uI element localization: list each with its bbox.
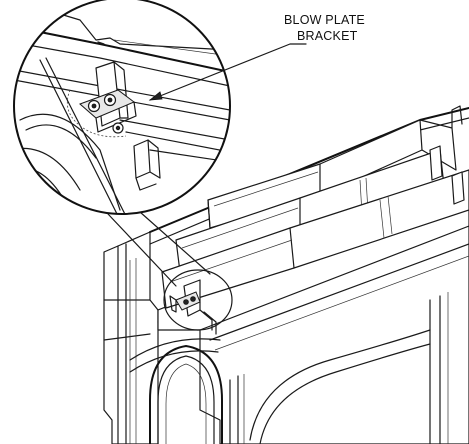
callout-label-line-1: BLOW PLATE <box>284 13 365 27</box>
leader-lines <box>107 211 233 331</box>
detail-view <box>13 0 231 215</box>
callout-arrowhead <box>148 91 163 101</box>
callout-leader-line <box>149 43 307 101</box>
bracket-on-unit <box>169 279 217 335</box>
callout-label-line-2: BRACKET <box>297 29 358 43</box>
callout-blow-plate-bracket: BLOW PLATE BRACKET <box>148 13 365 101</box>
blow-plates <box>161 105 469 309</box>
